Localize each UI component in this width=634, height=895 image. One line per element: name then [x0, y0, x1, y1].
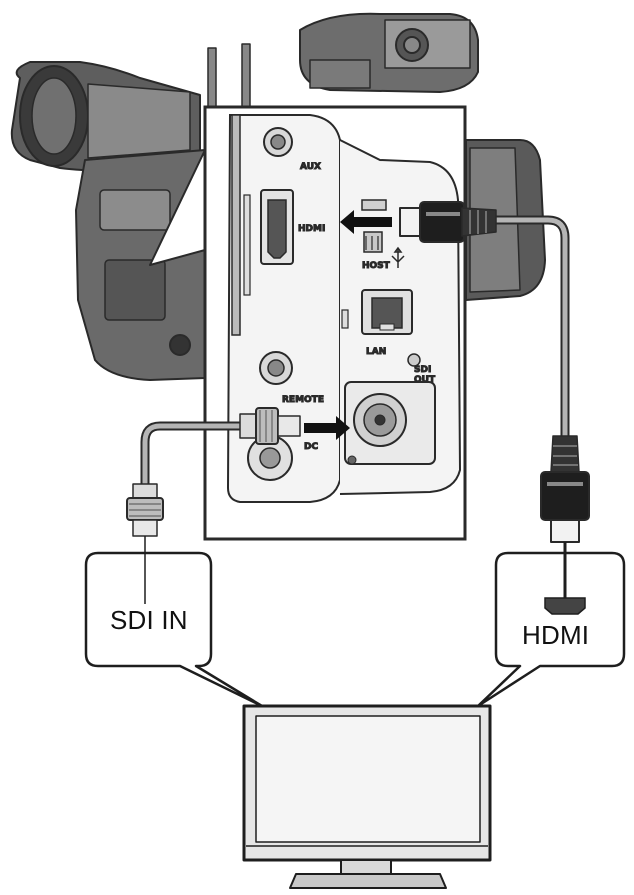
sdi-out-label-line: OUT [414, 375, 436, 385]
sdi-in-callout [84, 551, 264, 708]
usb-host-port [361, 199, 387, 253]
hdmi-port-label: HDMI [298, 224, 325, 234]
lan-port [361, 289, 413, 335]
hdmi-callout [476, 551, 626, 708]
hdmi-insert-arrow [340, 210, 392, 234]
host-label: HOST [362, 261, 391, 271]
sdi-in-label: SDI IN [110, 605, 188, 635]
monitor-stand [289, 873, 447, 889]
hdmi-in-jack-icon [544, 597, 586, 615]
insert-arrows [304, 210, 392, 440]
sdi-insert-arrow [304, 416, 350, 440]
hdmi-port [260, 189, 294, 265]
hdmi-cable [399, 201, 590, 543]
monitor-input-callouts [84, 551, 626, 708]
sdi-cable [126, 407, 301, 537]
aux-jack [263, 127, 293, 157]
usb-icon [391, 246, 405, 268]
monitor-screen [255, 715, 481, 843]
remote-label: REMOTE [282, 395, 324, 405]
lan-label: LAN [366, 347, 386, 357]
dc-label: DC [304, 442, 318, 452]
monitor-neck [340, 859, 392, 875]
monitor [242, 704, 492, 889]
sdi-out-port [344, 381, 436, 465]
screw-icon [407, 353, 421, 367]
hdmi-input-label: HDMI [522, 620, 590, 650]
aux-label: AUX [300, 162, 321, 172]
remote-jack [259, 351, 293, 385]
sdi-out-label-line: SDI [414, 365, 431, 375]
